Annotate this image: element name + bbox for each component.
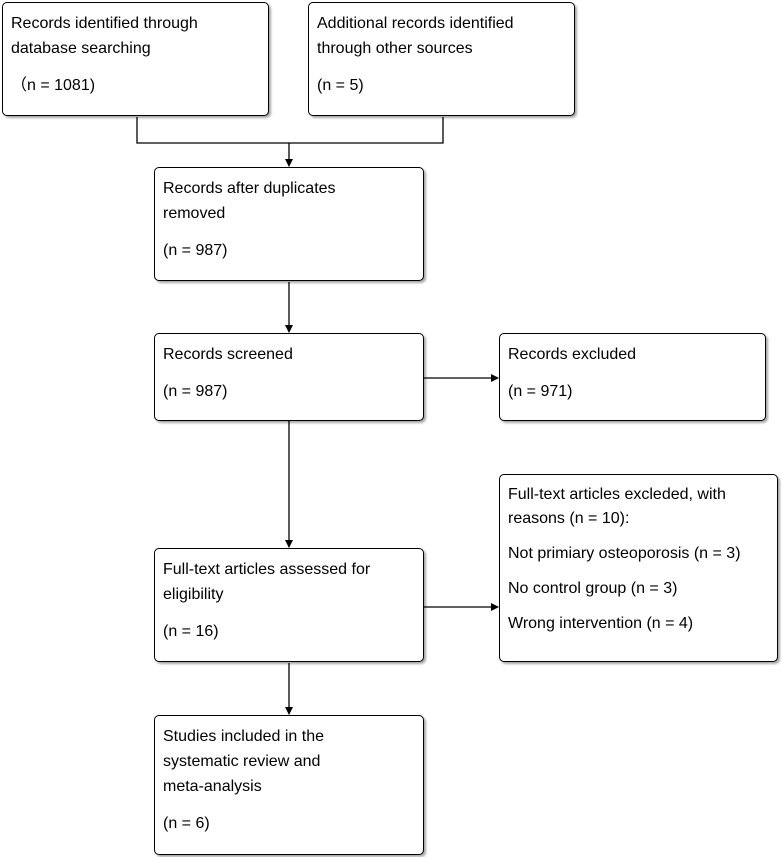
box-text-line: Records screened — [163, 346, 293, 363]
box-text-line: Full-text articles assessed for — [163, 561, 371, 578]
box-fulltext-assessed: Full-text articles assessed for eligibil… — [154, 548, 424, 662]
exclusion-reason: No control group (n = 3) — [508, 580, 678, 597]
box-fulltext-excluded: Full-text articles excleded, with reason… — [499, 474, 778, 662]
box-count: （n = 1081) — [11, 77, 96, 94]
box-records-screened: Records screened (n = 987) — [154, 333, 424, 421]
box-count: (n = 16) — [163, 623, 219, 640]
box-count: (n = 987) — [163, 383, 228, 400]
box-text-line: systematic review and — [163, 753, 321, 770]
box-text-line: Records identified through — [11, 15, 198, 32]
box-text-line: through other sources — [317, 40, 473, 57]
exclusion-reason: Wrong intervention (n = 4) — [508, 615, 694, 632]
box-additional-records: Additional records identified through ot… — [308, 2, 575, 116]
box-count: (n = 987) — [163, 242, 228, 259]
box-duplicates-removed: Records after duplicates removed (n = 98… — [154, 167, 424, 281]
merge-connector — [136, 117, 444, 144]
box-text-line: meta-analysis — [163, 778, 262, 795]
box-count: (n = 6) — [163, 815, 210, 832]
box-records-identified: Records identified through database sear… — [2, 2, 269, 116]
box-count: (n = 5) — [317, 77, 364, 94]
box-studies-included: Studies included in the systematic revie… — [154, 715, 424, 855]
box-text-line: Full-text articles excleded, with — [508, 486, 726, 503]
box-text-line: Additional records identified — [317, 15, 514, 32]
box-count: (n = 971) — [508, 383, 573, 400]
box-text-line: Records excluded — [508, 346, 637, 363]
box-text-line: removed — [163, 205, 226, 222]
box-records-excluded: Records excluded (n = 971) — [499, 333, 766, 421]
box-text-line: eligibility — [163, 586, 224, 603]
box-text-line: database searching — [11, 40, 151, 57]
box-text-line: Records after duplicates — [163, 180, 336, 197]
exclusion-reason: Not primiary osteoporosis (n = 3) — [508, 545, 741, 562]
box-text-line: reasons (n = 10): — [508, 510, 630, 527]
box-text-line: Studies included in the — [163, 728, 324, 745]
